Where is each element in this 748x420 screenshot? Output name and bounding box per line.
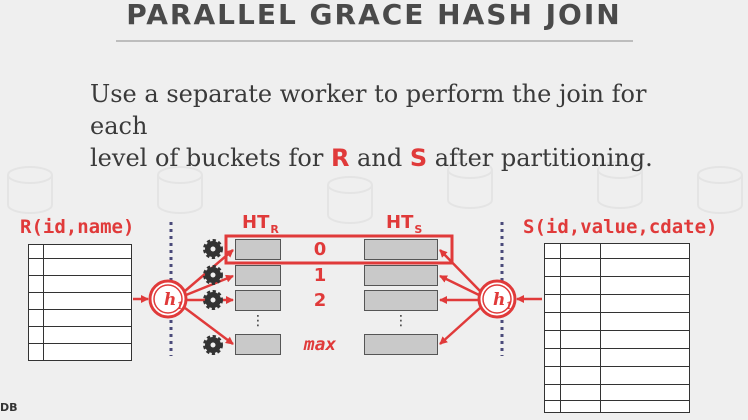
ht-r-bucket-0 <box>235 239 281 260</box>
s-table <box>544 243 690 413</box>
ht-s-bucket-max <box>364 334 438 355</box>
body-line-1: Use a separate worker to perform the joi… <box>90 80 647 140</box>
ht-r-bucket-2 <box>235 290 281 311</box>
ht-r-bucket-1 <box>235 265 281 286</box>
r-table <box>28 244 132 361</box>
ht-s-ellipsis: ⋮ <box>394 313 408 329</box>
right-arrows <box>439 249 542 345</box>
dotted-separators <box>169 222 504 356</box>
ht-r-label: HTR <box>242 212 279 236</box>
bucket-label-max: max <box>303 334 337 355</box>
ht-s-bucket-2 <box>364 290 438 311</box>
hash-function-icon-right <box>477 279 517 319</box>
bucket-label-2: 2 <box>313 290 327 311</box>
slide-body: Use a separate worker to perform the joi… <box>90 78 710 174</box>
ht-s-bucket-1 <box>364 265 438 286</box>
hash-right-label: h1 <box>493 290 512 312</box>
bucket-label-1: 1 <box>313 265 327 286</box>
worker-gear-icon-max <box>203 335 223 355</box>
hash-function-icon-left <box>148 279 188 319</box>
body-line-2: level of buckets for R and S after parti… <box>90 144 653 172</box>
relation-r-highlight: R <box>330 144 350 172</box>
worker-gear-icon-2 <box>203 290 223 310</box>
bucket-label-0: 0 <box>313 239 327 260</box>
worker-gear-icon-0 <box>203 239 223 259</box>
ht-r-ellipsis: ⋮ <box>251 313 265 329</box>
ht-s-label: HTS <box>386 212 423 236</box>
title-rule <box>116 40 633 42</box>
footer-logo: DB <box>0 401 18 414</box>
ht-r-bucket-max <box>235 334 281 355</box>
worker-gear-icon-1 <box>203 265 223 285</box>
ht-s-bucket-0 <box>364 239 438 260</box>
right-relation-label: S(id,value,cdate) <box>523 216 718 238</box>
relation-s-highlight: S <box>409 144 428 172</box>
hash-left-label: h1 <box>164 290 183 312</box>
level-0-highlight <box>224 234 454 265</box>
left-relation-label: R(id,name) <box>20 216 135 238</box>
slide-title: PARALLEL GRACE HASH JOIN <box>126 0 622 31</box>
